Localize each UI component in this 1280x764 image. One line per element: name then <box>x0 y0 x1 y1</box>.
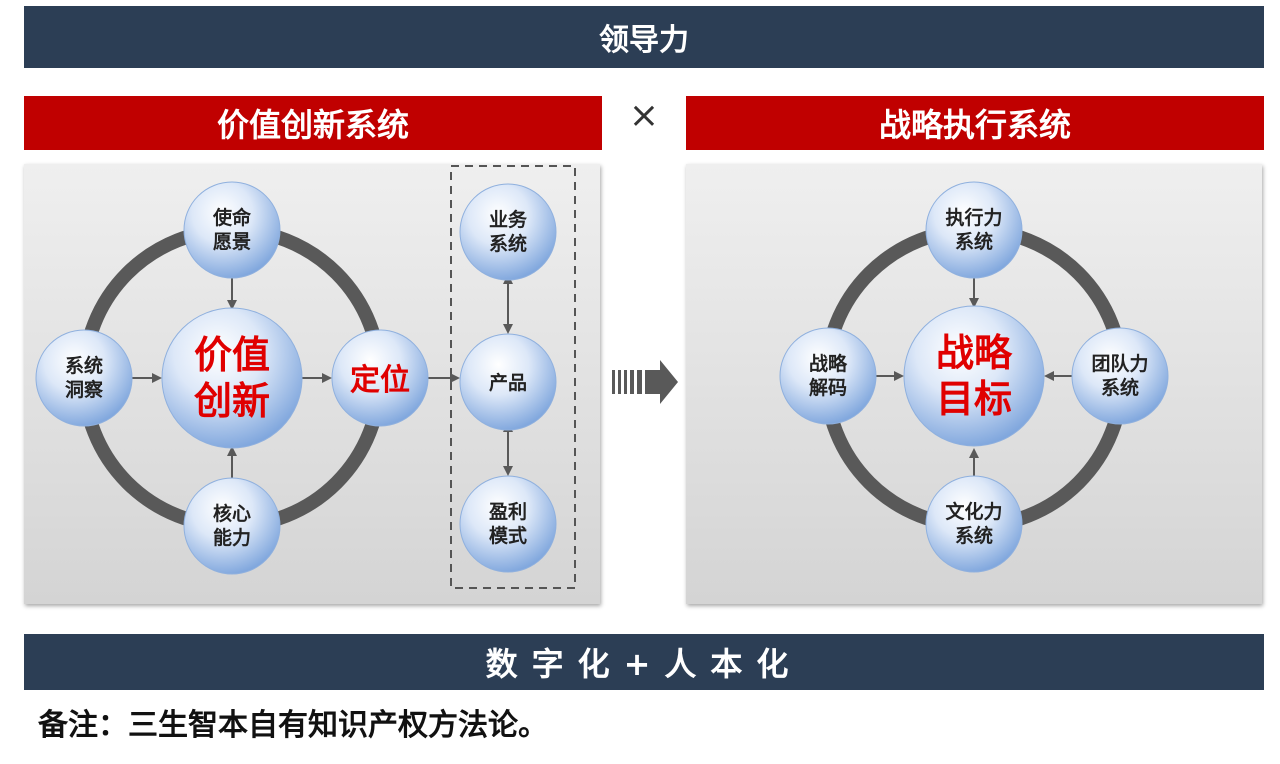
leadership-title: 领导力 <box>599 23 689 58</box>
node-execution-system: 执行力 系统 <box>925 181 1023 279</box>
node-execution-system-line1: 执行力 <box>945 206 1002 229</box>
node-system-insight: 系统 洞察 <box>35 329 133 427</box>
multiply-icon: × <box>628 95 660 136</box>
node-strategic-goal-line2: 目标 <box>936 377 1012 421</box>
node-strategic-goal-center: 战略 目标 <box>903 305 1045 447</box>
node-value-innovation-line1: 价值 <box>194 333 270 377</box>
node-team-system: 团队力 系统 <box>1071 327 1169 425</box>
strategy-execution-title-bar: 战略执行系统 <box>686 96 1264 150</box>
product-group-dashed-box <box>450 165 576 589</box>
node-team-system-line1: 团队力 <box>1091 352 1148 375</box>
node-culture-system-line2: 系统 <box>955 524 993 547</box>
node-strategic-goal-line1: 战略 <box>936 331 1013 375</box>
node-business-system-line1: 业务 <box>489 208 528 231</box>
node-mission-vision: 使命 愿景 <box>183 181 281 279</box>
node-strategy-decoding: 战略 解码 <box>779 327 877 425</box>
node-mission-vision-line2: 愿景 <box>213 231 251 253</box>
transition-arrow-icon <box>612 360 678 404</box>
node-core-capability-line1: 核心 <box>213 502 251 525</box>
leadership-banner: 领导力 <box>24 6 1264 68</box>
node-value-innovation-line2: 创新 <box>194 379 270 423</box>
digital-humanistic-title: 数字化+人本化 <box>485 645 803 683</box>
value-innovation-title-bar: 价值创新系统 <box>24 96 602 150</box>
node-execution-system-line2: 系统 <box>955 230 993 253</box>
footnote: 备注：三生智本自有知识产权方法论。 <box>38 708 548 743</box>
node-positioning-label: 定位 <box>350 363 410 398</box>
node-positioning: 定位 <box>331 329 429 427</box>
node-value-innovation-center: 价值 创新 <box>161 307 303 449</box>
node-business-system-line2: 系统 <box>489 232 527 255</box>
node-culture-system-line1: 文化力 <box>945 500 1002 523</box>
node-profit-model: 盈利 模式 <box>459 475 557 573</box>
value-innovation-title: 价值创新系统 <box>216 106 409 144</box>
node-business-system: 业务 系统 <box>459 183 557 281</box>
node-team-system-line2: 系统 <box>1101 376 1139 399</box>
digital-humanistic-banner: 数字化+人本化 <box>24 634 1264 690</box>
node-system-insight-line1: 系统 <box>65 354 103 377</box>
node-culture-system: 文化力 系统 <box>925 475 1023 573</box>
node-profit-model-line2: 模式 <box>489 524 527 547</box>
node-profit-model-line1: 盈利 <box>488 501 527 523</box>
node-mission-vision-line1: 使命 <box>212 206 252 229</box>
node-system-insight-line2: 洞察 <box>65 378 104 401</box>
node-strategy-decoding-line1: 战略 <box>809 352 848 375</box>
node-core-capability: 核心 能力 <box>183 477 281 575</box>
node-core-capability-line2: 能力 <box>213 526 251 549</box>
strategy-execution-title: 战略执行系统 <box>878 106 1071 144</box>
node-product-label: 产品 <box>489 371 527 394</box>
node-strategy-decoding-line2: 解码 <box>809 376 847 399</box>
node-product: 产品 <box>459 333 557 431</box>
